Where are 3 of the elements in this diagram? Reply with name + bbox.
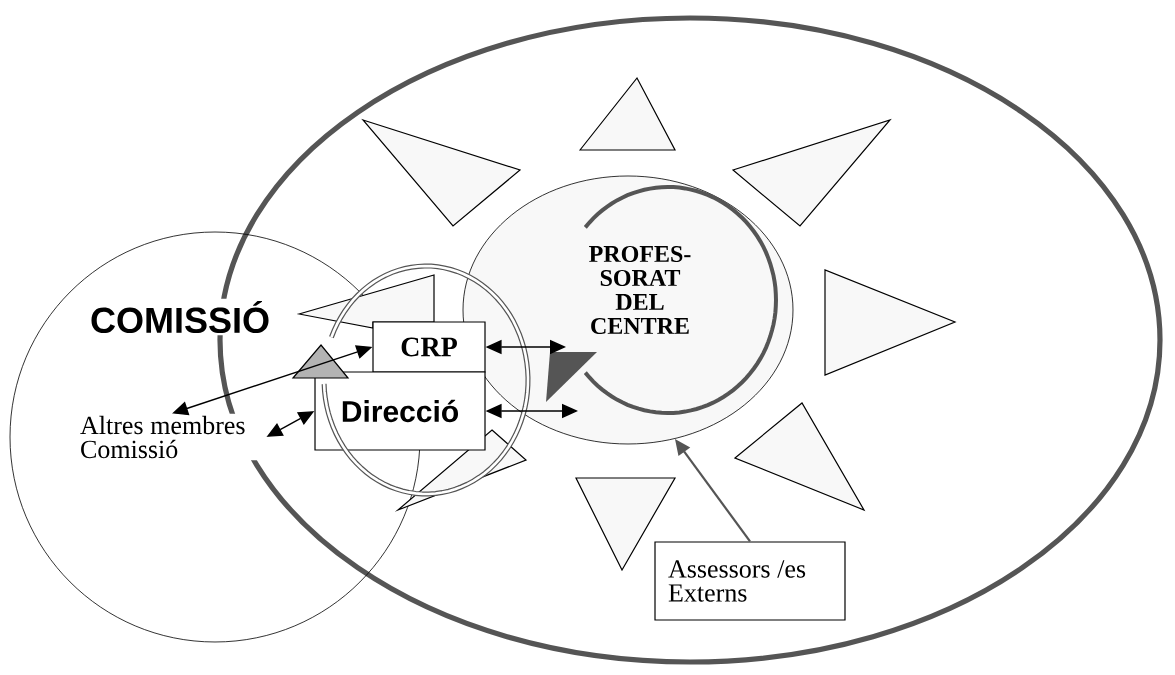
member-text: Altres membres Comissió bbox=[78, 413, 266, 461]
process-box: CRP bbox=[372, 321, 486, 373]
note-box: Assessors /es Externs bbox=[654, 541, 846, 621]
